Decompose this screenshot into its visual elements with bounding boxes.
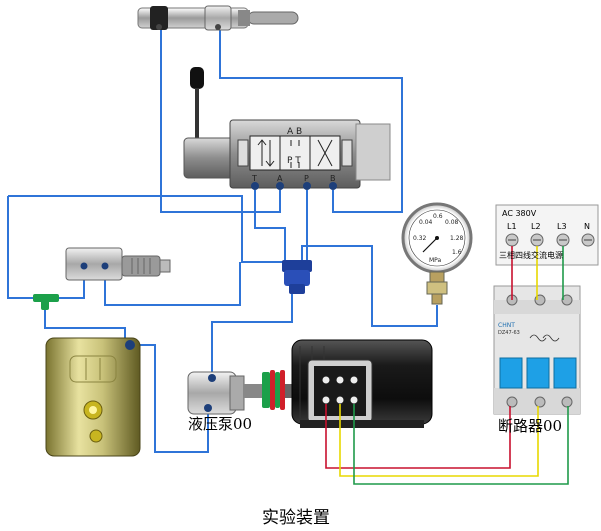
valve-mid-ports: P T [287,156,301,166]
gauge-tick-0: 0.04 [419,219,433,226]
valve-port-b: B [330,174,336,183]
breaker-model: DZ47-63 [498,330,520,336]
hydraulic-cylinder [137,5,299,31]
hose-tank-return [254,190,286,262]
gauge-tick-1: 0.08 [445,219,459,226]
hose-relief-out [104,262,241,306]
breaker-brand: CHNT [498,322,515,329]
figure-caption: 实验装置 [262,508,330,528]
circuit-breaker [493,285,581,415]
wire-motor-yellow [339,404,539,477]
hose-cylinder-a [160,30,281,213]
hose-relief-loop [7,196,40,299]
hose-manifold-to-gauge [301,245,438,327]
hose-cylinder-b [219,30,403,213]
phase-label-l1: L1 [507,222,517,231]
hydraulic-pump [187,371,245,415]
breaker-toggle-1[interactable] [499,357,523,389]
wire-motor-red [325,404,511,469]
valve-port-p: P [304,174,309,183]
wire-motor-green [353,404,569,485]
relief-valve [65,247,171,281]
valve-port-a: A [277,174,283,183]
gauge-unit: MPa [429,257,442,264]
power-supply [495,204,599,266]
hose-relief-top [8,195,285,263]
electric-motor [291,339,433,428]
valve-port-t: T [251,174,257,183]
phase-label-l2: L2 [531,222,541,231]
coupling [244,370,295,410]
gauge-tick-3: 0.6 [433,213,443,220]
pressure-gauge: 0.04 0.08 0.32 0.6 1.28 1.6 MPa [401,202,473,305]
valve-top-ports: A B [287,127,302,137]
phase-label-l3: L3 [557,222,567,231]
gauge-tick-4: 1.28 [450,235,464,242]
pump-label: 液压泵00 [188,415,253,433]
breaker-toggle-3[interactable] [553,357,577,389]
tee-fitting [33,294,59,310]
gauge-tick-2: 0.32 [413,235,427,242]
breaker-label: 断路器00 [498,417,563,435]
oil-tank [45,337,141,457]
directional-valve [183,67,391,190]
power-supply-title: AC 380V [502,209,537,218]
hose-tee-to-tank [44,300,126,340]
electrical-wires [325,246,569,485]
gauge-needle [422,237,438,253]
hydraulic-hoses [7,30,438,453]
breaker-toggle-2[interactable] [526,357,550,389]
phase-label-n: N [584,222,590,231]
hose-tank-suction [135,344,209,453]
manifold-block [282,260,312,294]
power-supply-name: 三相四线交流电源 [499,251,563,260]
gauge-tick-5: 1.6 [452,249,462,256]
hose-manifold-to-pump [211,292,293,375]
